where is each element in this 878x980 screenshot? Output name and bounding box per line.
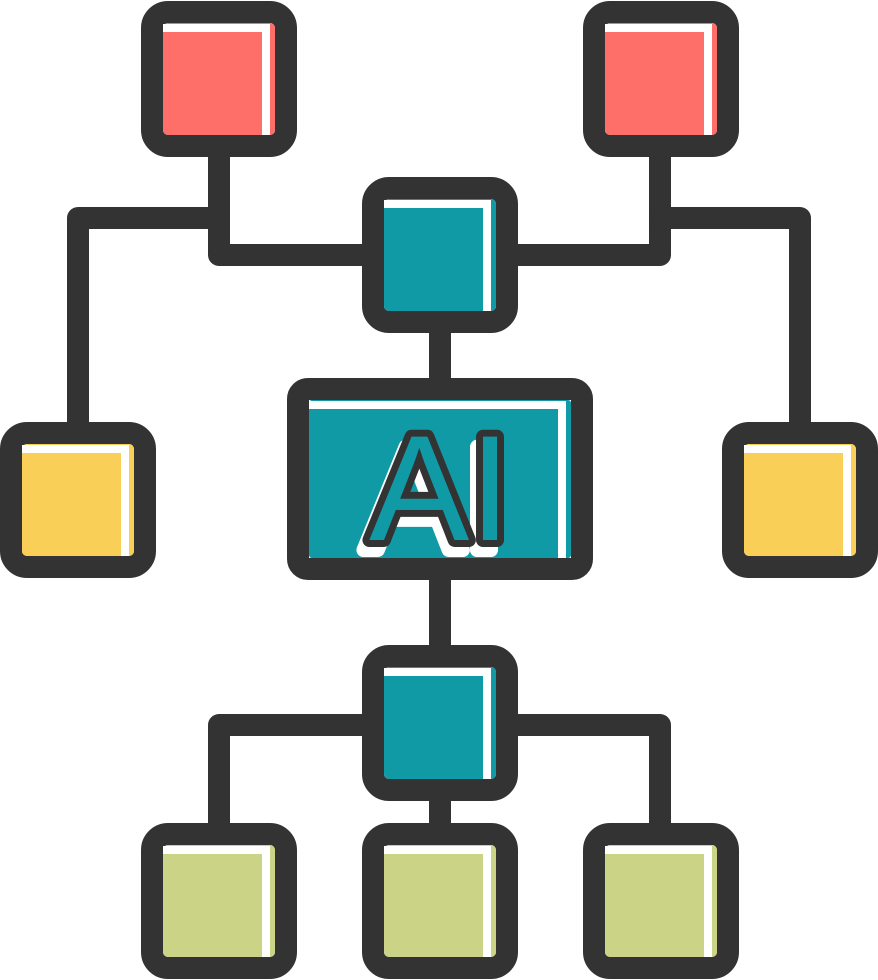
node-fill — [384, 199, 496, 311]
node-fill — [605, 845, 717, 957]
lower-center-node — [362, 645, 518, 801]
connector-top-left — [208, 139, 381, 266]
node-fill — [384, 667, 496, 779]
node-highlight — [384, 668, 491, 779]
upper-center-node — [362, 177, 518, 333]
node-fill — [163, 23, 275, 135]
ai-label-outline: AI — [369, 404, 511, 572]
node-fill — [384, 845, 496, 957]
node-highlight — [163, 846, 270, 957]
ai-label: AI — [369, 404, 511, 572]
connector-top-right — [499, 139, 671, 266]
connector-bottom-right — [499, 714, 671, 841]
connectors — [67, 139, 811, 841]
node-highlight — [605, 846, 712, 957]
connector-right — [649, 207, 811, 441]
node-fill — [605, 23, 717, 135]
node-fill — [163, 845, 275, 957]
bottom-right-node — [583, 823, 739, 979]
node-highlight — [309, 401, 566, 558]
node-fill — [744, 444, 856, 556]
connector-left — [67, 207, 230, 441]
node-highlight — [163, 24, 270, 135]
top-right-node — [583, 1, 739, 157]
connector-bottom-left — [208, 714, 381, 841]
top-left-node — [141, 1, 297, 157]
node-fill — [309, 400, 571, 558]
node-highlight — [22, 445, 129, 556]
node-highlight — [744, 445, 851, 556]
right-node — [722, 422, 878, 578]
bottom-center-node — [362, 823, 518, 979]
node-highlight — [384, 200, 491, 311]
bottom-left-node — [141, 823, 297, 979]
left-node — [0, 422, 156, 578]
ai-center-node: AI AI AI — [287, 378, 593, 589]
node-highlight — [605, 24, 712, 135]
ai-label-shadow: AI — [363, 414, 505, 582]
node-fill — [22, 444, 134, 556]
node-highlight — [384, 846, 491, 957]
